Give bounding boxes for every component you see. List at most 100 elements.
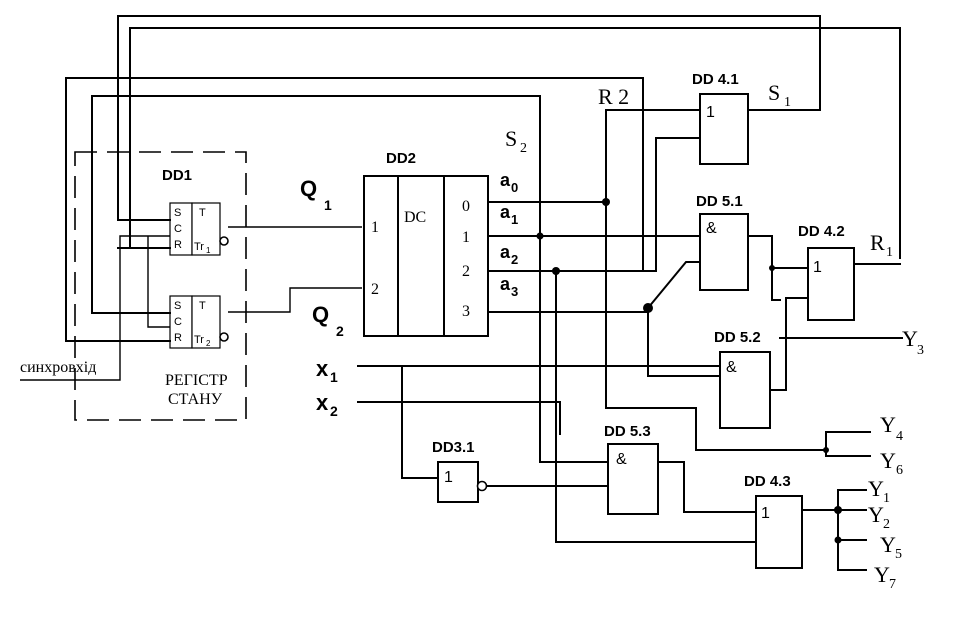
y7-label: Y xyxy=(874,562,890,587)
tr1-name: Tr xyxy=(194,241,204,253)
q1-label: Q xyxy=(300,176,317,201)
register-boundary xyxy=(74,151,247,421)
dd31-symbol: 1 xyxy=(444,469,453,486)
wire-s2-feedback xyxy=(91,95,541,314)
wire-a3-to-dd51 xyxy=(646,261,701,310)
tr1-name-sub: 1 xyxy=(206,246,211,255)
y4-label: Y xyxy=(880,412,896,437)
decoder-dd2: DD2 DC 1 2 0 1 2 3 xyxy=(363,150,489,337)
tr1-s-pin: S xyxy=(174,207,181,219)
tr2-inverted-output xyxy=(219,332,229,342)
gate-dd31 xyxy=(437,461,479,503)
y1-label: Y xyxy=(868,476,884,501)
tr2-s-pin: S xyxy=(174,300,181,312)
a2-label: a xyxy=(500,242,511,262)
wire-x1-to-dd31 xyxy=(401,365,439,479)
y6-label-sub: 6 xyxy=(896,463,903,478)
y6-label: Y xyxy=(880,448,896,473)
tr1-t-pin: T xyxy=(199,207,206,219)
decoder-body xyxy=(363,175,489,337)
gate-dd41 xyxy=(699,93,749,165)
wire-a2 xyxy=(487,137,701,272)
a3-label: a xyxy=(500,274,511,294)
x1-label-sub: 1 xyxy=(330,369,338,385)
flipflop-tr2-right xyxy=(191,295,221,349)
y3-label-sub: 3 xyxy=(917,343,924,358)
dd52-label: DD 5.2 xyxy=(714,329,761,346)
decoder-dc-symbol: DC xyxy=(404,209,426,226)
wire-a3-to-dd52 xyxy=(647,311,721,377)
y5-label-sub: 5 xyxy=(895,547,902,562)
y5-label: Y xyxy=(880,532,896,557)
dd51-symbol: & xyxy=(706,220,717,237)
r1-label: R xyxy=(870,230,885,255)
gate-dd52 xyxy=(719,351,771,429)
s2-label-sub: 2 xyxy=(520,141,527,156)
decoder-out2: 2 xyxy=(462,263,470,280)
tr2-r-pin: R xyxy=(174,332,182,344)
dd43-label: DD 4.3 xyxy=(744,473,791,490)
decoder-out0: 0 xyxy=(462,198,470,215)
y7-label-sub: 7 xyxy=(889,577,896,592)
x1-label: x xyxy=(316,356,329,381)
dd51-label: DD 5.1 xyxy=(696,193,743,210)
decoder-in1: 1 xyxy=(371,219,379,236)
x2-label: x xyxy=(316,390,329,415)
q2-label: Q xyxy=(312,302,329,327)
dd52-symbol: & xyxy=(726,359,737,376)
dd41-symbol: 1 xyxy=(706,104,715,121)
tr2-name: Tr xyxy=(194,334,204,346)
wire-x2 xyxy=(357,401,561,435)
junction-a0 xyxy=(602,198,610,206)
wire-y-fanout xyxy=(837,489,867,571)
dd31-inverted-output xyxy=(476,480,488,492)
flipflop-tr2: S C R T Tr 2 xyxy=(169,295,229,349)
decoder-dividers xyxy=(397,175,445,337)
dd2-label: DD2 xyxy=(386,150,416,167)
a1-label: a xyxy=(500,202,511,222)
y2-label: Y xyxy=(868,502,884,527)
register-label-line1: РЕГІСТР xyxy=(165,372,228,389)
gate-dd43 xyxy=(755,495,803,569)
gate-dd53 xyxy=(607,443,659,515)
junction-dd51 xyxy=(769,265,775,271)
wire-sync-to-tr1-c xyxy=(20,235,170,381)
wire-a0-bus xyxy=(605,109,827,451)
y4-label-sub: 4 xyxy=(896,429,903,444)
s1-label: S xyxy=(768,80,780,105)
y3-label: Y xyxy=(902,326,918,351)
wire-r2-feedback xyxy=(65,77,644,342)
tr2-t-pin: T xyxy=(199,300,206,312)
junction-a1 xyxy=(536,232,544,240)
flipflop-tr1: S C R T Tr 1 xyxy=(169,202,229,256)
junction-dd43-b xyxy=(834,536,842,544)
a3-label-sub: 3 xyxy=(511,284,518,299)
a0-label-sub: 0 xyxy=(511,180,518,195)
wire-dd53-to-dd43 xyxy=(657,461,757,513)
sync-input-label: синхровхід xyxy=(20,359,96,376)
wire-a2-to-dd43 xyxy=(555,270,757,543)
tr2-name-sub: 2 xyxy=(206,339,211,348)
wire-dd52-to-dd42 xyxy=(769,297,809,391)
y1-label-sub: 1 xyxy=(883,491,890,506)
wire-sync-to-tr2-c xyxy=(147,236,170,328)
wire-a1-to-dd53 xyxy=(539,235,609,463)
tr2-c-pin: C xyxy=(174,316,182,328)
dd41-label: DD 4.1 xyxy=(692,71,739,88)
dd1-label: DD1 xyxy=(162,167,192,184)
r2-label: R 2 xyxy=(598,84,629,109)
q2-label-sub: 2 xyxy=(336,323,344,339)
tr1-inverted-output xyxy=(219,236,229,246)
a2-label-sub: 2 xyxy=(511,252,518,267)
gate-dd51 xyxy=(699,213,749,291)
flipflop-tr1-right xyxy=(191,202,221,256)
dd53-label: DD 5.3 xyxy=(604,423,651,440)
r1-label-sub: 1 xyxy=(886,245,893,260)
wire-y4-y6 xyxy=(825,431,871,457)
wire-q2 xyxy=(228,287,362,313)
junction-dd43-a xyxy=(834,506,842,514)
dd43-symbol: 1 xyxy=(761,505,770,522)
wire-r1-feedback xyxy=(129,27,901,259)
